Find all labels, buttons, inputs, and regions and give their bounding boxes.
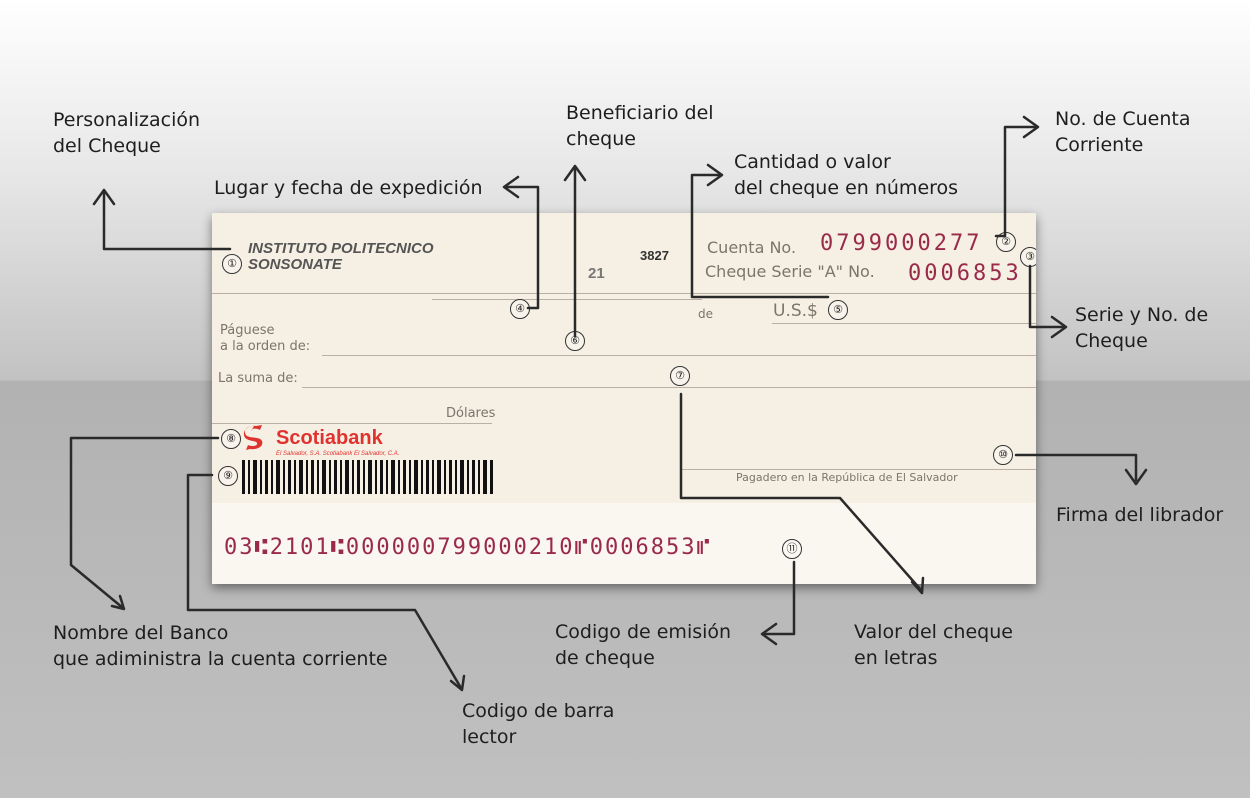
- serie-label: Cheque Serie "A" No.: [705, 262, 875, 281]
- arrow-firma: [1014, 453, 1138, 482]
- bank-subtitle: El Salvador, S.A. Scotiabank El Salvador…: [276, 451, 400, 457]
- signature-line: [682, 469, 1036, 470]
- marker-5: ⑤: [828, 300, 848, 320]
- cuenta-number: 0799000277: [820, 231, 983, 256]
- drawer-name-1: INSTITUTO POLITECNICO: [248, 240, 434, 257]
- arrowhead-personalizacion: [92, 188, 116, 206]
- arrowhead-barra: [449, 674, 466, 692]
- marker-9: ⑨: [218, 466, 238, 486]
- arrowhead-beneficiario: [563, 164, 587, 182]
- drawer-name-2: SONSONATE: [248, 256, 342, 273]
- bank-name: Scotiabank: [276, 427, 383, 449]
- arrow-serie: [1028, 264, 1066, 329]
- marker-6: ⑥: [565, 331, 585, 351]
- arrow-cantidad: [690, 173, 830, 299]
- de-label: de: [698, 307, 713, 321]
- paguese-label-2: a la orden de:: [220, 339, 311, 354]
- arrow-lugar-fecha: [504, 185, 540, 310]
- pagadero-text: Pagadero en la República de El Salvador: [736, 471, 958, 484]
- paguese-label-1: Páguese: [220, 323, 275, 338]
- label-firma: Firma del librador: [1056, 504, 1224, 526]
- arrowhead-cantidad: [706, 163, 724, 187]
- arrowhead-letras: [910, 576, 925, 595]
- sum-line-2: [212, 423, 492, 424]
- sum-line: [302, 387, 1036, 388]
- dolares-label: Dólares: [446, 406, 496, 421]
- micr-band: [212, 503, 1036, 584]
- arrowhead-cuenta: [1022, 115, 1040, 139]
- arrowhead-banco: [110, 594, 126, 611]
- date-prefix: 21: [588, 265, 605, 282]
- arrow-emision: [762, 560, 796, 636]
- label-lugar-fecha: Lugar y fecha de expedición: [214, 177, 483, 199]
- scotiabank-logo-icon: [243, 425, 263, 450]
- cheque-ref-number: 3827: [640, 248, 669, 263]
- marker-8: ⑧: [221, 429, 241, 449]
- date-line: [432, 299, 702, 300]
- barcode: [242, 460, 493, 494]
- marker-11: ⑪: [782, 539, 802, 559]
- cuenta-label: Cuenta No.: [707, 238, 797, 257]
- arrow-personalizacion: [102, 190, 232, 251]
- arrowhead-emision: [760, 622, 778, 646]
- arrow-banco: [69, 436, 220, 610]
- micr-line: 03⑆2101⑆0000007990002​10⑈0006853⑈: [224, 535, 712, 560]
- marker-7: ⑦: [670, 366, 690, 386]
- marker-3: ③: [1020, 247, 1036, 267]
- arrow-letras: [679, 392, 923, 592]
- payee-line: [322, 355, 1036, 356]
- arrowhead-firma: [1124, 468, 1148, 486]
- arrowhead-lugar-fecha: [502, 175, 520, 199]
- marker-1: ①: [222, 254, 242, 274]
- amount-line: [772, 323, 1036, 324]
- serie-number: 0006853: [908, 261, 1022, 286]
- arrowhead-serie: [1050, 315, 1068, 339]
- usd-label: U.S.$: [773, 301, 818, 321]
- arrow-barra: [186, 473, 463, 690]
- arrow-cuenta: [994, 125, 1038, 238]
- rule: [212, 293, 1036, 294]
- suma-label: La suma de:: [218, 371, 298, 386]
- marker-10: ⑩: [993, 445, 1013, 465]
- cheque: INSTITUTO POLITECNICO SONSONATE 3827 21 …: [212, 213, 1036, 584]
